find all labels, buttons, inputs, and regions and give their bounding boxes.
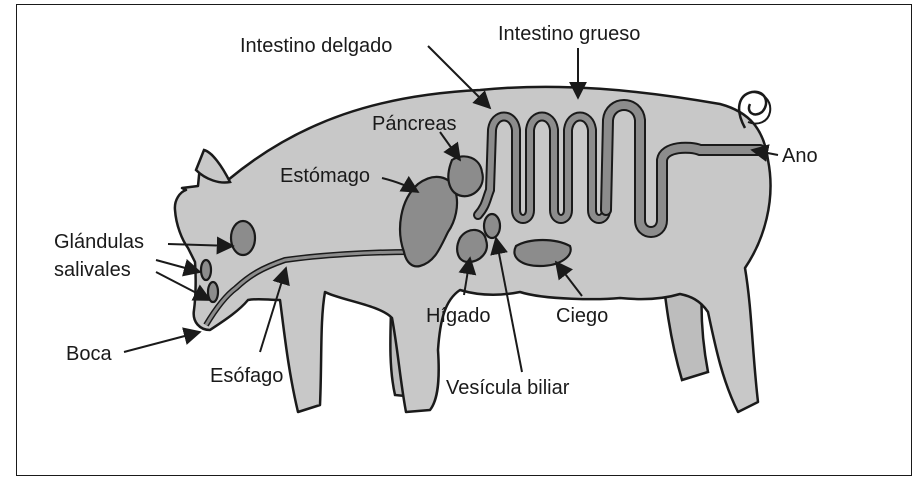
label-glandulas: Glándulas	[54, 231, 144, 253]
label-intestino-grueso: Intestino grueso	[498, 23, 640, 45]
label-esofago: Esófago	[210, 365, 283, 387]
label-boca: Boca	[66, 343, 112, 365]
label-intestino-delgado: Intestino delgado	[240, 35, 392, 57]
label-pancreas: Páncreas	[372, 113, 457, 135]
label-salivales: salivales	[54, 259, 131, 281]
label-ciego: Ciego	[556, 305, 608, 327]
label-higado: Hígado	[426, 305, 491, 327]
label-estomago: Estómago	[280, 165, 370, 187]
label-vesicula-biliar: Vesícula biliar	[446, 377, 570, 399]
label-ano: Ano	[782, 145, 818, 167]
